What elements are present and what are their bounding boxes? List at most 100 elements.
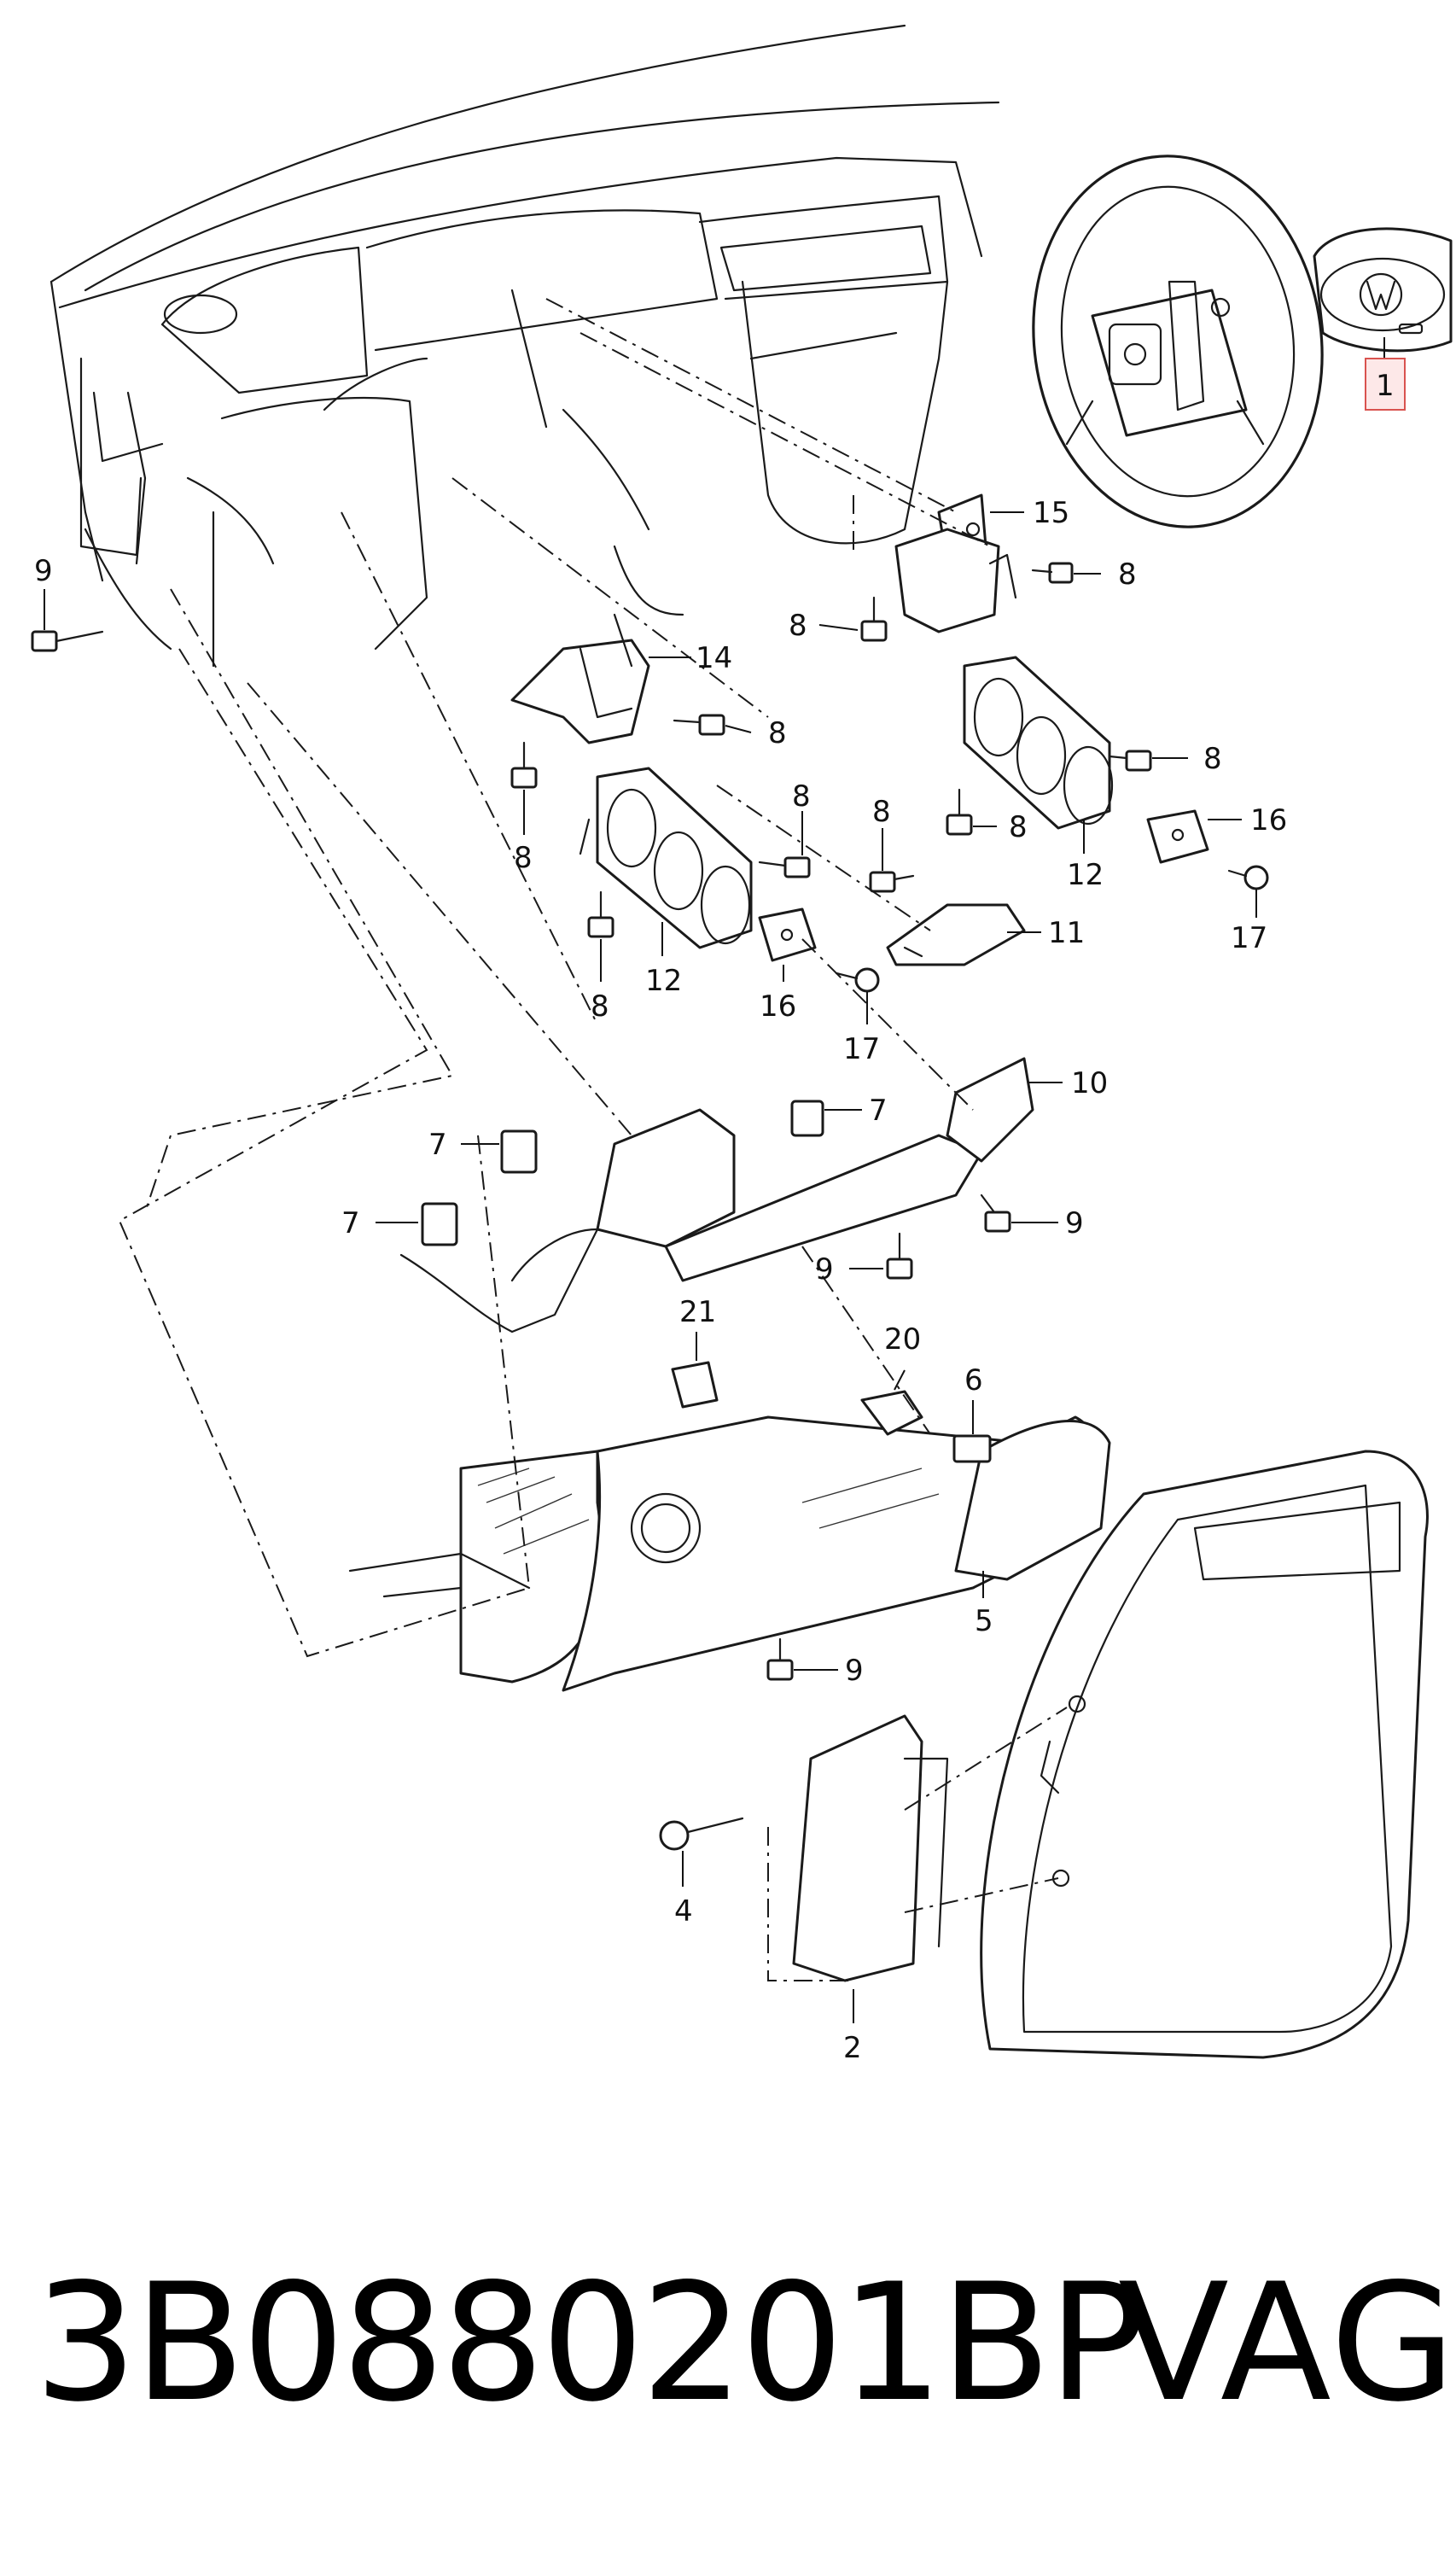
svg-text:16: 16 [760,989,796,1024]
vw-logo-icon [1359,272,1403,317]
bolt-9-right [980,1193,1011,1233]
svg-text:8: 8 [1009,810,1028,844]
bolt-8-14 [673,714,725,736]
callout-7: 7 [341,1206,418,1240]
callout-9: 9 [34,554,53,630]
svg-text:7: 7 [428,1128,447,1162]
svg-text:8: 8 [768,716,787,750]
svg-text:8: 8 [789,609,807,643]
callout-8: 8 [783,779,802,814]
screw-4 [659,1817,744,1851]
clip-6 [952,1434,992,1463]
callout-8: 8 [725,716,787,750]
callout-17: 17 [843,992,880,1066]
bracket-12-right [963,656,1114,830]
svg-text:12: 12 [1067,858,1104,892]
bracket-14 [510,613,650,744]
clip-7c [790,1100,824,1137]
callout-15: 15 [990,496,1069,530]
callout-9: 9 [1011,1206,1084,1240]
callout-9: 9 [815,1252,883,1287]
clip-7a [500,1129,538,1174]
screw-17a [835,967,880,993]
callout-8: 8 [872,795,891,871]
svg-text:4: 4 [674,1894,693,1929]
callout-8: 8 [1152,742,1222,776]
svg-text:9: 9 [815,1252,834,1287]
callout-12: 12 [645,922,682,998]
svg-text:9: 9 [34,554,53,588]
exploded-parts-diagram: 1 15 8 8 9 14 8 8 8 8 16 8 12 17 8 8 11 … [31,24,1453,2065]
svg-text:17: 17 [843,1032,880,1066]
knee-airbag-housing [792,1714,949,1982]
callout-20: 20 [884,1322,921,1391]
callout-8: 8 [514,790,533,875]
dashboard [50,24,1000,668]
callout-8: 8 [591,939,609,1024]
callout-14: 14 [649,641,732,675]
svg-text:8: 8 [1203,742,1222,776]
clip-20 [860,1390,923,1436]
callout-1[interactable]: 1 [1365,337,1406,411]
callouts: 1 15 8 8 9 14 8 8 8 8 16 8 12 17 8 8 11 … [34,337,1406,2065]
callout-7: 7 [428,1128,499,1162]
svg-text:14: 14 [696,641,732,675]
svg-text:10: 10 [1071,1066,1108,1100]
callout-16: 16 [760,965,796,1024]
assembly-lines [118,298,1068,1981]
svg-text:16: 16 [1250,803,1287,837]
clip-7b [421,1202,458,1246]
part-number: 3B0880201BP [34,2249,1145,2437]
clip-16-right [1146,809,1209,864]
callout-6: 6 [964,1363,983,1434]
svg-text:5: 5 [975,1604,993,1638]
screw-17b [1227,865,1269,890]
lower-dash-cover-5 [348,1415,1111,1692]
callout-10: 10 [1028,1066,1108,1100]
bolt-8-12d [587,890,614,938]
bolt-8-11 [869,871,915,893]
svg-text:8: 8 [591,989,609,1024]
bolt-8-12b [1108,750,1152,772]
svg-text:9: 9 [845,1654,864,1688]
steering-wheel [1032,155,1324,528]
bracket-12-left [579,767,753,949]
bolt-8-12c [946,788,973,836]
svg-text:8: 8 [1118,557,1137,592]
callout-21: 21 [679,1295,716,1361]
callout-8: 8 [1074,557,1137,592]
callout-7: 7 [824,1094,888,1128]
svg-text:21: 21 [679,1295,716,1329]
callout-8: 8 [792,779,811,855]
fasteners [31,562,1269,1851]
clip-16-left [758,907,817,962]
svg-text:6: 6 [964,1363,983,1398]
bolt-8-12a [758,856,811,878]
callout-11: 11 [1007,916,1085,950]
svg-text:9: 9 [1065,1206,1084,1240]
bolt-9-left [31,630,104,652]
svg-text:8: 8 [514,841,533,875]
callout-8: 8 [973,810,1028,844]
svg-text:17: 17 [1231,921,1267,955]
brand-name: VAG [1118,2249,1456,2437]
svg-text:8: 8 [792,779,811,814]
svg-text:15: 15 [1033,496,1069,530]
clip-21 [671,1361,719,1409]
bolt-9-lower [766,1637,794,1681]
svg-text:7: 7 [869,1094,888,1128]
callout-5: 5 [975,1571,993,1638]
callout-2: 2 [843,1989,862,2065]
callout-8: 8 [789,609,859,643]
airbag-module[interactable] [1313,227,1453,353]
svg-text:20: 20 [884,1322,921,1357]
bolt-9-center [886,1232,913,1280]
svg-text:2: 2 [843,2031,862,2065]
callout-9: 9 [794,1654,864,1688]
callout-12: 12 [1067,820,1104,892]
callout-4: 4 [674,1851,693,1929]
svg-text:1: 1 [1376,369,1395,403]
svg-text:7: 7 [341,1206,360,1240]
callout-16: 16 [1208,803,1287,837]
bolt-8-vert [510,741,538,789]
